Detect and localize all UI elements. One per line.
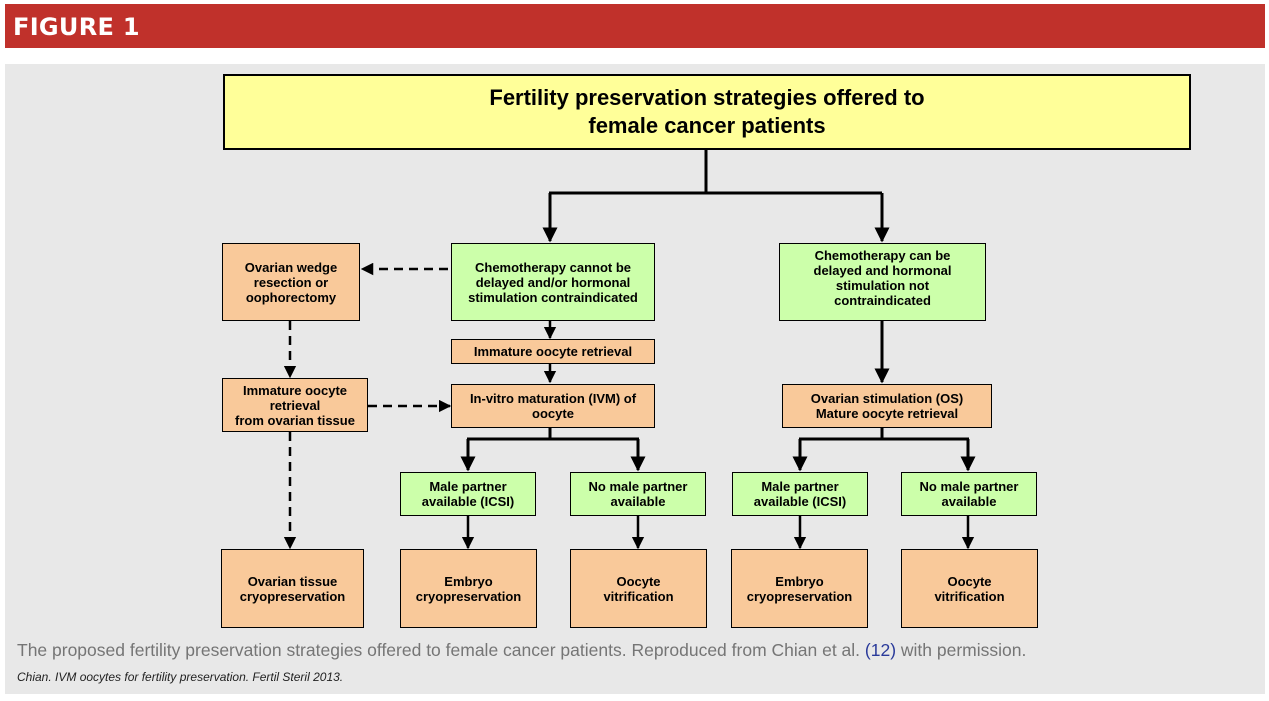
immature-retrieval-box: Immature oocyte retrieval: [451, 339, 655, 364]
embryo-cryo-right-box: Embryo cryopreservation: [731, 549, 868, 628]
immature-retrieval-text: Immature oocyte retrieval: [473, 344, 633, 359]
os-text: Ovarian stimulation (OS) Mature oocyte r…: [810, 391, 964, 421]
embryo-cryo-left-box: Embryo cryopreservation: [400, 549, 537, 628]
immature-tissue-box: Immature oocyte retrieval from ovarian t…: [222, 378, 368, 432]
caption-text-end: with permission.: [896, 640, 1027, 660]
caption-text: The proposed fertility preservation stra…: [17, 640, 865, 660]
chemo-can-box: Chemotherapy can be delayed and hormonal…: [779, 243, 986, 321]
embryo-cryo-left-text: Embryo cryopreservation: [415, 573, 522, 604]
figure-label: FIGURE 1: [13, 13, 140, 41]
male-partner-left-box: Male partner available (ICSI): [400, 472, 536, 516]
title-text: Fertility preservation strategies offere…: [489, 85, 925, 138]
flowchart-connectors: [283, 150, 976, 550]
oocyte-vitri-right-box: Oocyte vitrification: [901, 549, 1038, 628]
no-male-right-box: No male partner available: [901, 472, 1037, 516]
chemo-cannot-text: Chemotherapy cannot be delayed and/or ho…: [468, 259, 638, 305]
immature-tissue-text: Immature oocyte retrieval from ovarian t…: [235, 382, 355, 428]
chemo-can-text: Chemotherapy can be delayed and hormonal…: [813, 248, 952, 308]
ovarian-wedge-text: Ovarian wedge resection or oophorectomy: [244, 259, 338, 305]
ivm-box: In-vitro maturation (IVM) of oocyte: [451, 384, 655, 428]
ovarian-tissue-cryo-box: Ovarian tissue cryopreservation: [221, 549, 364, 628]
figure-panel: Fertility preservation strategies offere…: [5, 64, 1265, 694]
oocyte-vitri-left-box: Oocyte vitrification: [570, 549, 707, 628]
reference-link[interactable]: (12): [864, 640, 897, 660]
title-box: Fertility preservation strategies offere…: [223, 74, 1191, 150]
ovarian-wedge-box: Ovarian wedge resection or oophorectomy: [222, 243, 360, 321]
no-male-right-text: No male partner available: [919, 479, 1019, 509]
ovarian-tissue-cryo-text: Ovarian tissue cryopreservation: [239, 573, 346, 604]
male-partner-right-box: Male partner available (ICSI): [732, 472, 868, 516]
figure-header-bar: FIGURE 1: [5, 4, 1265, 48]
no-male-left-box: No male partner available: [570, 472, 706, 516]
figure-caption: The proposed fertility preservation stra…: [17, 640, 1026, 661]
chemo-cannot-box: Chemotherapy cannot be delayed and/or ho…: [451, 243, 655, 321]
os-box: Ovarian stimulation (OS) Mature oocyte r…: [782, 384, 992, 428]
embryo-cryo-right-text: Embryo cryopreservation: [746, 573, 853, 604]
male-partner-left-text: Male partner available (ICSI): [421, 479, 515, 509]
oocyte-vitri-right-text: Oocyte vitrification: [934, 573, 1005, 604]
male-partner-right-text: Male partner available (ICSI): [753, 479, 847, 509]
figure-citation: Chian. IVM oocytes for fertility preserv…: [17, 670, 344, 684]
ivm-text: In-vitro maturation (IVM) of oocyte: [469, 391, 637, 421]
oocyte-vitri-left-text: Oocyte vitrification: [603, 573, 674, 604]
no-male-left-text: No male partner available: [588, 479, 688, 509]
